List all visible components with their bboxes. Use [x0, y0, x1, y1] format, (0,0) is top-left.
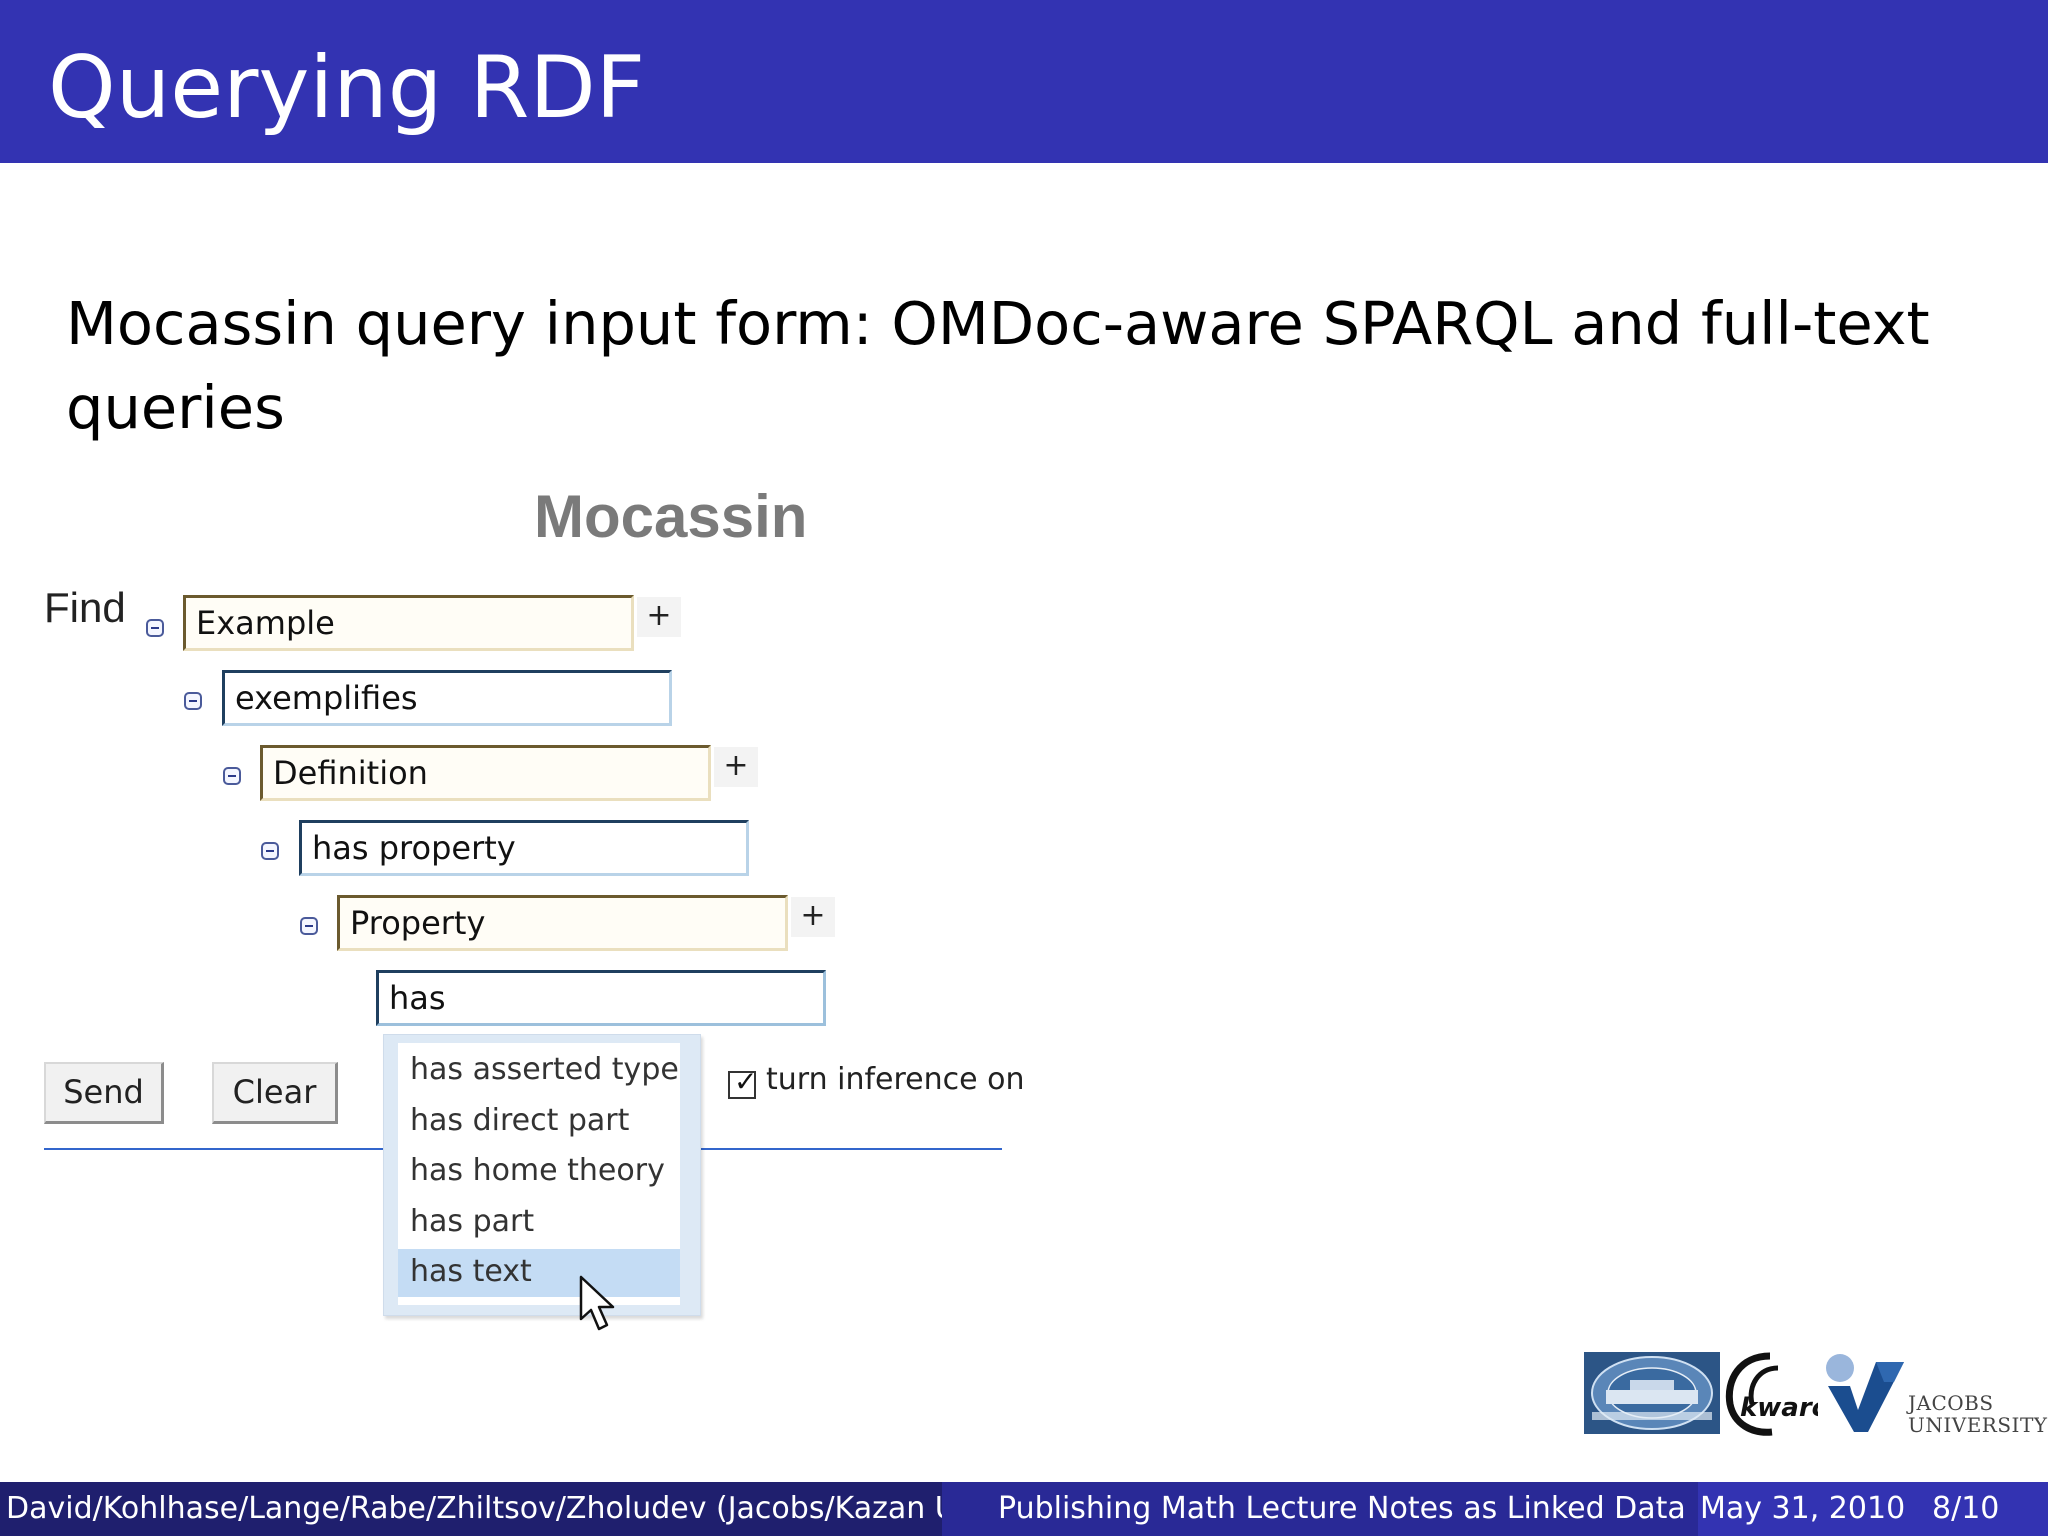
- autocomplete-option-selected[interactable]: has text: [398, 1249, 680, 1297]
- add-button[interactable]: +: [791, 897, 835, 937]
- autocomplete-option[interactable]: has part: [410, 1204, 535, 1239]
- add-button[interactable]: +: [637, 597, 681, 637]
- class-field-property[interactable]: Property: [337, 895, 788, 951]
- autocomplete-option[interactable]: has home theory: [410, 1153, 665, 1188]
- collapse-icon[interactable]: [223, 767, 241, 785]
- footer-talk-title: Publishing Math Lecture Notes as Linked …: [942, 1482, 1698, 1536]
- slide-footer: David/Kohlhase/Lange/Rabe/Zhiltsov/Zholu…: [0, 1482, 2048, 1536]
- mouse-cursor-icon: [579, 1275, 615, 1331]
- footer-authors: David/Kohlhase/Lange/Rabe/Zhiltsov/Zholu…: [0, 1482, 978, 1536]
- collapse-icon[interactable]: [184, 692, 202, 710]
- property-field-has-property[interactable]: has property: [299, 820, 749, 876]
- footer-page-number: 8/10: [1932, 1491, 2000, 1526]
- slide-header: Querying RDF: [0, 0, 2048, 163]
- logo-area: kwarc JACOBS UNIVERSITY: [1584, 1350, 2048, 1437]
- jacobs-university-logo: [1826, 1354, 1904, 1432]
- kwarc-logo: kwarc: [1725, 1352, 1818, 1436]
- clear-button[interactable]: Clear: [212, 1062, 338, 1124]
- inference-label: turn inference on: [766, 1062, 1025, 1097]
- autocomplete-option[interactable]: has direct part: [410, 1103, 630, 1138]
- property-field-exemplifies[interactable]: exemplifies: [222, 670, 672, 726]
- slide-title: Querying RDF: [48, 38, 646, 138]
- autocomplete-option[interactable]: has asserted type: [410, 1052, 679, 1087]
- autocomplete-list: has asserted type has direct part has ho…: [398, 1043, 680, 1305]
- add-button[interactable]: +: [714, 747, 758, 787]
- slide-subtitle: Mocassin query input form: OMDoc-aware S…: [66, 289, 1930, 442]
- find-label: Find: [44, 584, 126, 631]
- class-field-definition[interactable]: Definition: [260, 745, 711, 801]
- collapse-icon[interactable]: [261, 842, 279, 860]
- jacobs-university-text: JACOBS UNIVERSITY: [1908, 1391, 2048, 1437]
- kazan-university-logo: [1584, 1352, 1720, 1434]
- autocomplete-dropdown: has asserted type has direct part has ho…: [383, 1034, 701, 1316]
- class-field-example[interactable]: Example: [183, 595, 634, 651]
- collapse-icon[interactable]: [300, 917, 318, 935]
- app-title: Mocassin: [534, 483, 808, 550]
- footer-right-block: [1698, 1482, 2048, 1536]
- inference-checkbox[interactable]: ✓: [728, 1065, 757, 1099]
- send-button[interactable]: Send: [44, 1062, 164, 1124]
- footer-date: May 31, 2010: [1700, 1491, 1906, 1526]
- kwarc-logo-text: kwarc: [1740, 1393, 1818, 1423]
- collapse-icon[interactable]: [146, 619, 164, 637]
- checkmark-icon: ✓: [734, 1065, 758, 1098]
- property-search-input[interactable]: has: [376, 970, 826, 1026]
